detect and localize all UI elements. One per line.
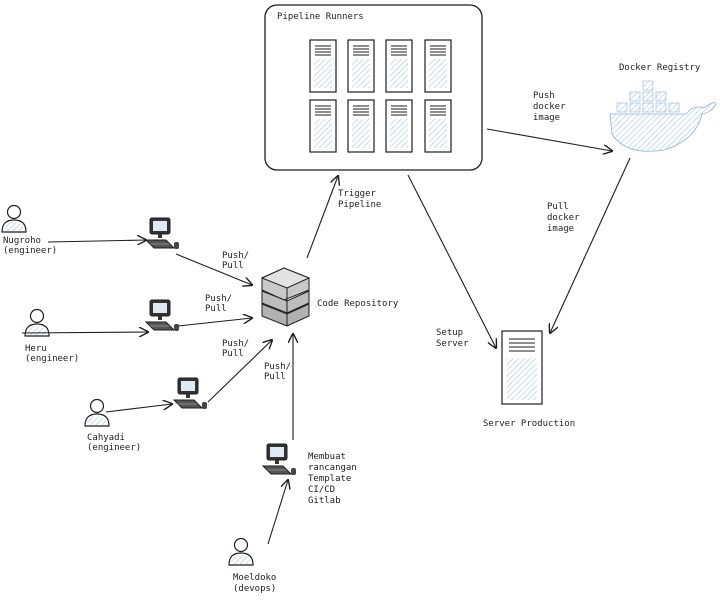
runner-server-icon xyxy=(347,99,375,153)
docker-registry-label: Docker Registry xyxy=(619,63,701,73)
code-repository: Code Repository xyxy=(260,267,399,327)
computer-icon xyxy=(173,377,208,410)
runner-server-icon xyxy=(309,99,337,153)
computer-icon xyxy=(262,443,297,476)
user-role: (engineer) xyxy=(87,443,141,453)
user-moeldoko: Moeldoko (devops) xyxy=(228,537,276,594)
arrow-nugroho-to-pc xyxy=(47,240,146,242)
user-role: (engineer) xyxy=(25,354,79,364)
user-name: Moeldoko xyxy=(233,573,276,583)
edge-labels: Push/ Pull Push/ Pull Push/ Pull Push/ P… xyxy=(205,91,585,506)
user-cahyadi: Cahyadi (engineer) xyxy=(84,398,141,453)
arrow-moeldoko-to-pc xyxy=(267,480,288,545)
edge-label-push-pull: Push/ Pull xyxy=(222,339,255,359)
edge-label-trigger-pipeline: Trigger Pipeline xyxy=(338,189,381,210)
edge-label-push-docker-image: Push docker image xyxy=(533,91,571,123)
edge-label-template: Membuat rancangan Template CI/CD Gitlab xyxy=(308,452,362,506)
user-name: Cahyadi xyxy=(87,433,125,443)
arrow-pc3-to-repo xyxy=(207,340,272,403)
edge-label-push-pull: Push/ Pull xyxy=(205,294,238,314)
user-heru: Heru (engineer) xyxy=(24,308,79,364)
pipeline-runners-title: Pipeline Runners xyxy=(277,12,364,22)
server-production-label: Server Production xyxy=(483,419,575,429)
edges xyxy=(21,128,631,545)
pipeline-runners-box: Pipeline Runners xyxy=(264,4,483,171)
person-icon xyxy=(84,398,110,427)
arrow-registry-to-server xyxy=(550,157,631,333)
code-repository-label: Code Repository xyxy=(317,299,399,309)
runner-server-icon xyxy=(424,99,452,153)
computer-icon xyxy=(145,299,180,332)
user-name: Heru xyxy=(25,344,47,354)
person-icon xyxy=(24,308,50,337)
arrow-cahyadi-to-pc xyxy=(105,404,172,413)
docker-registry: Docker Registry xyxy=(609,63,717,152)
server-production-icon xyxy=(501,330,543,405)
user-role: (devops) xyxy=(233,584,276,594)
edge-label-push-pull: Push/ Pull xyxy=(264,362,297,382)
docker-whale-icon xyxy=(609,80,717,152)
runner-server-icon xyxy=(347,39,375,93)
arrow-repo-to-runners xyxy=(306,176,338,259)
user-nugroho: Nugroho (engineer) xyxy=(1,204,57,256)
code-repository-icon xyxy=(260,267,311,327)
runner-server-icon xyxy=(385,99,413,153)
user-role: (engineer) xyxy=(3,246,57,256)
arrow-runners-to-server xyxy=(407,174,496,348)
edge-label-pull-docker-image: Pull docker image xyxy=(547,202,585,234)
runner-server-icon xyxy=(385,39,413,93)
edge-label-setup-server: Setup Server xyxy=(436,328,469,349)
user-name: Nugroho xyxy=(3,236,41,246)
arrow-pc2-to-repo xyxy=(177,318,252,327)
arrow-heru-to-pc xyxy=(21,332,148,333)
computer-icon xyxy=(145,217,180,250)
arrow-runners-to-registry xyxy=(486,128,612,151)
runner-server-icon xyxy=(309,39,337,93)
person-icon xyxy=(228,537,254,566)
person-icon xyxy=(1,204,27,233)
server-production: Server Production xyxy=(483,330,575,429)
arrow-pc1-to-repo xyxy=(175,253,252,285)
edge-label-push-pull: Push/ Pull xyxy=(222,251,255,271)
runner-server-icon xyxy=(424,39,452,93)
